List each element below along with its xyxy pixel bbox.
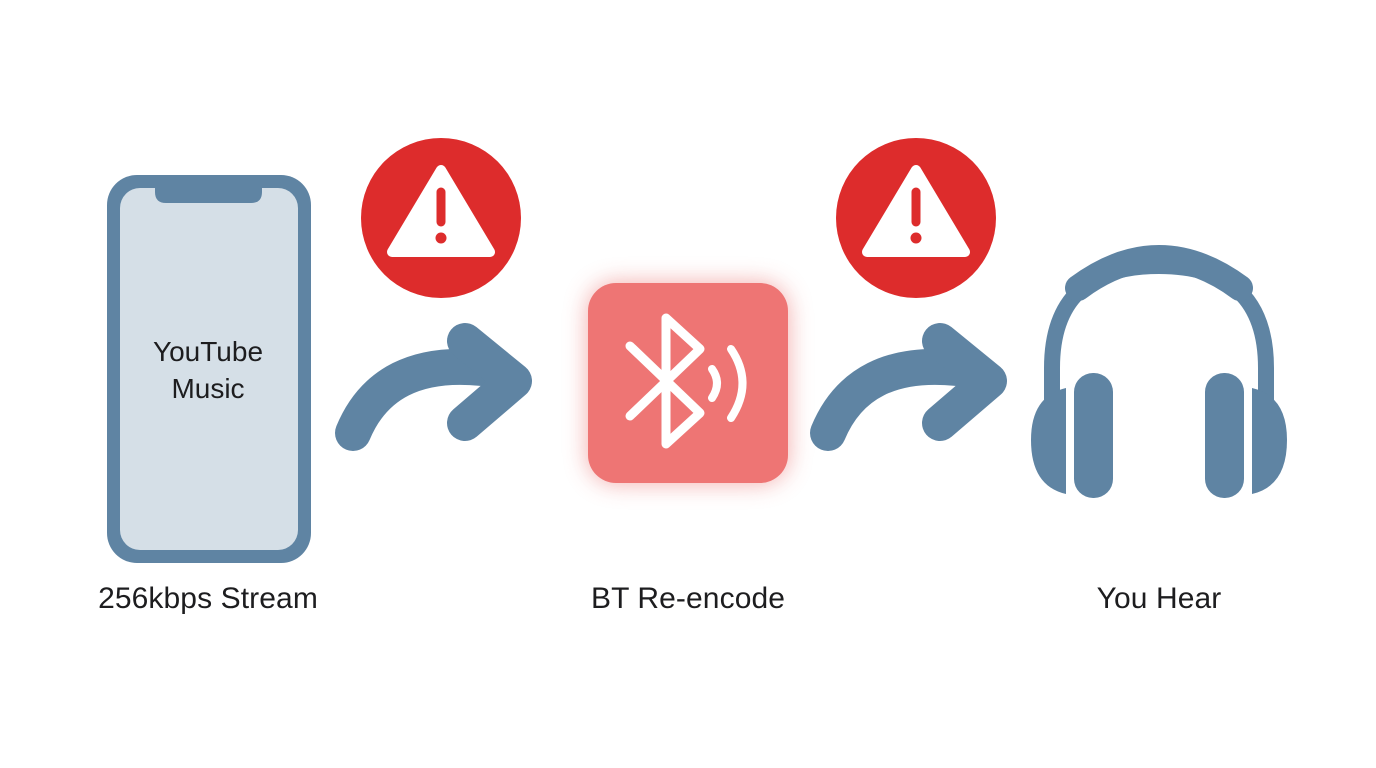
flow-arrow-icon — [335, 323, 532, 451]
smartphone-icon — [107, 175, 311, 563]
headphones-caption: You Hear — [1096, 582, 1222, 615]
app-name-line-2: Music — [171, 373, 245, 404]
bluetooth-icon — [588, 283, 788, 483]
app-name: YouTube Music — [118, 333, 298, 407]
warning-icon — [361, 138, 521, 298]
headphones-icon — [1031, 245, 1287, 498]
app-name-line-1: YouTube — [152, 336, 264, 367]
bluetooth-caption: BT Re-encode — [590, 582, 786, 615]
flow-arrow-icon — [810, 323, 1007, 451]
source-caption: 256kbps Stream — [98, 582, 318, 615]
warning-icon — [836, 138, 996, 298]
